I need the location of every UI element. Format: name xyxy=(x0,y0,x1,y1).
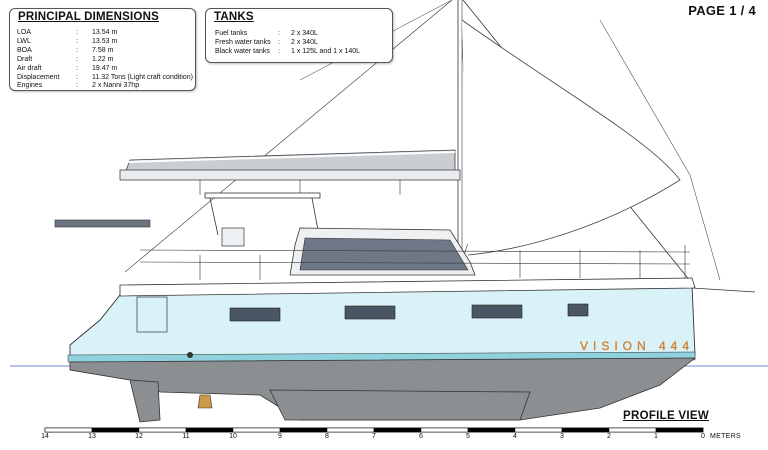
spec-colon: : xyxy=(76,47,78,54)
hull-port-light xyxy=(187,352,193,358)
page-label: PAGE 1 / 4 xyxy=(688,3,756,18)
scale-tick-label: 10 xyxy=(229,433,237,440)
scale-tick-label: 5 xyxy=(466,433,470,440)
spec-row: LWL : 13.53 m xyxy=(10,37,195,47)
scale-segment xyxy=(420,427,469,433)
jib-furled-edge xyxy=(599,19,721,281)
spec-colon: : xyxy=(76,74,78,81)
scale-tick-label: 14 xyxy=(41,433,49,440)
spec-row: Air draft : 19.47 m xyxy=(10,64,195,74)
spec-row: LOA : 13.54 m xyxy=(10,28,195,38)
scale-segment xyxy=(655,427,704,433)
scale-segment xyxy=(91,427,140,433)
spec-colon: : xyxy=(76,29,78,36)
scale-segment xyxy=(232,427,281,433)
scale-tick-label: 7 xyxy=(372,433,376,440)
tank-colon: : xyxy=(278,30,280,37)
tank-row: Fresh water tanks : 2 x 340L xyxy=(206,38,392,48)
guardrails xyxy=(139,245,691,282)
spec-row: Engines : 2 x Nanni 37hp xyxy=(10,81,195,91)
tank-label: Fuel tanks xyxy=(215,30,248,37)
principal-dimensions-title: PRINCIPAL DIMENSIONS xyxy=(18,11,159,23)
scale-segment xyxy=(44,427,93,433)
scale-segment xyxy=(608,427,657,433)
spec-row: BOA : 7.58 m xyxy=(10,46,195,56)
spec-label: LWL xyxy=(17,38,31,45)
tank-label: Black water tanks xyxy=(215,48,270,55)
scale-tick-label: 0 xyxy=(701,433,705,440)
spec-label: Draft xyxy=(17,56,33,63)
spec-row: Displacement : 11.32 Tons (Light craft c… xyxy=(10,73,195,83)
scale-tick-label: 6 xyxy=(419,433,423,440)
scale-unit-label: METERS xyxy=(710,433,741,440)
spec-colon: : xyxy=(76,65,78,72)
spec-colon: : xyxy=(76,82,78,89)
scale-tick-label: 11 xyxy=(182,433,190,440)
tanks-panel: TANKS Fuel tanks : 2 x 340L Fresh water … xyxy=(205,8,393,63)
bow-fitting xyxy=(691,287,756,293)
scale-segment xyxy=(138,427,187,433)
transom-step xyxy=(136,296,168,333)
tank-row: Black water tanks : 1 x 125L and 1 x 140… xyxy=(206,47,392,57)
spec-label: LOA xyxy=(17,29,32,36)
saildrive xyxy=(197,394,213,409)
coachroof-window xyxy=(299,237,469,271)
scale-segment xyxy=(467,427,516,433)
spec-colon: : xyxy=(76,38,78,45)
scale-segment xyxy=(185,427,234,433)
scale-tick-label: 12 xyxy=(135,433,143,440)
scale-tick-label: 4 xyxy=(513,433,517,440)
spec-label: Displacement xyxy=(17,74,60,81)
tank-colon: : xyxy=(278,48,280,55)
scale-tick-label: 9 xyxy=(278,433,282,440)
tank-value: 1 x 125L and 1 x 140L xyxy=(291,48,361,55)
spec-colon: : xyxy=(76,56,78,63)
spec-value: 2 x Nanni 37hp xyxy=(92,82,140,89)
tank-value: 2 x 340L xyxy=(291,30,318,37)
scale-segment xyxy=(561,427,610,433)
spec-label: Air draft xyxy=(17,65,42,72)
tanks-title: TANKS xyxy=(214,11,254,23)
hull-windows xyxy=(229,303,589,322)
spec-value: 7.58 m xyxy=(92,47,114,54)
tank-colon: : xyxy=(278,39,280,46)
view-title: PROFILE VIEW xyxy=(623,410,710,422)
principal-dimensions-panel: PRINCIPAL DIMENSIONS LOA : 13.54 m LWL :… xyxy=(9,8,196,91)
spec-value: 1.22 m xyxy=(92,56,114,63)
scale-tick-label: 1 xyxy=(654,433,658,440)
scale-tick-label: 3 xyxy=(560,433,564,440)
keel xyxy=(269,389,531,421)
scale-tick-label: 13 xyxy=(88,433,96,440)
spec-row: Draft : 1.22 m xyxy=(10,55,195,65)
spec-label: Engines xyxy=(17,82,43,89)
scale-segment xyxy=(326,427,375,433)
jib-sail xyxy=(461,19,681,256)
hull-logo: VISION 444 xyxy=(580,339,694,353)
spec-value: 13.54 m xyxy=(92,29,118,36)
scale-bar xyxy=(44,427,704,433)
tank-label: Fresh water tanks xyxy=(215,39,271,46)
spec-value: 19.47 m xyxy=(92,65,118,72)
scale-segment xyxy=(279,427,328,433)
rudder xyxy=(129,379,161,423)
spec-value: 11.32 Tons (Light craft condition) xyxy=(92,74,193,81)
tank-value: 2 x 340L xyxy=(291,39,318,46)
tank-row: Fuel tanks : 2 x 340L xyxy=(206,29,392,39)
scale-tick-label: 8 xyxy=(325,433,329,440)
boom-lazybag xyxy=(119,149,461,195)
spec-value: 13.53 m xyxy=(92,38,118,45)
scale-segment xyxy=(373,427,422,433)
scale-tick-label: 2 xyxy=(607,433,611,440)
hardtop xyxy=(54,192,321,247)
scale-segment xyxy=(514,427,563,433)
spec-label: BOA xyxy=(17,47,32,54)
